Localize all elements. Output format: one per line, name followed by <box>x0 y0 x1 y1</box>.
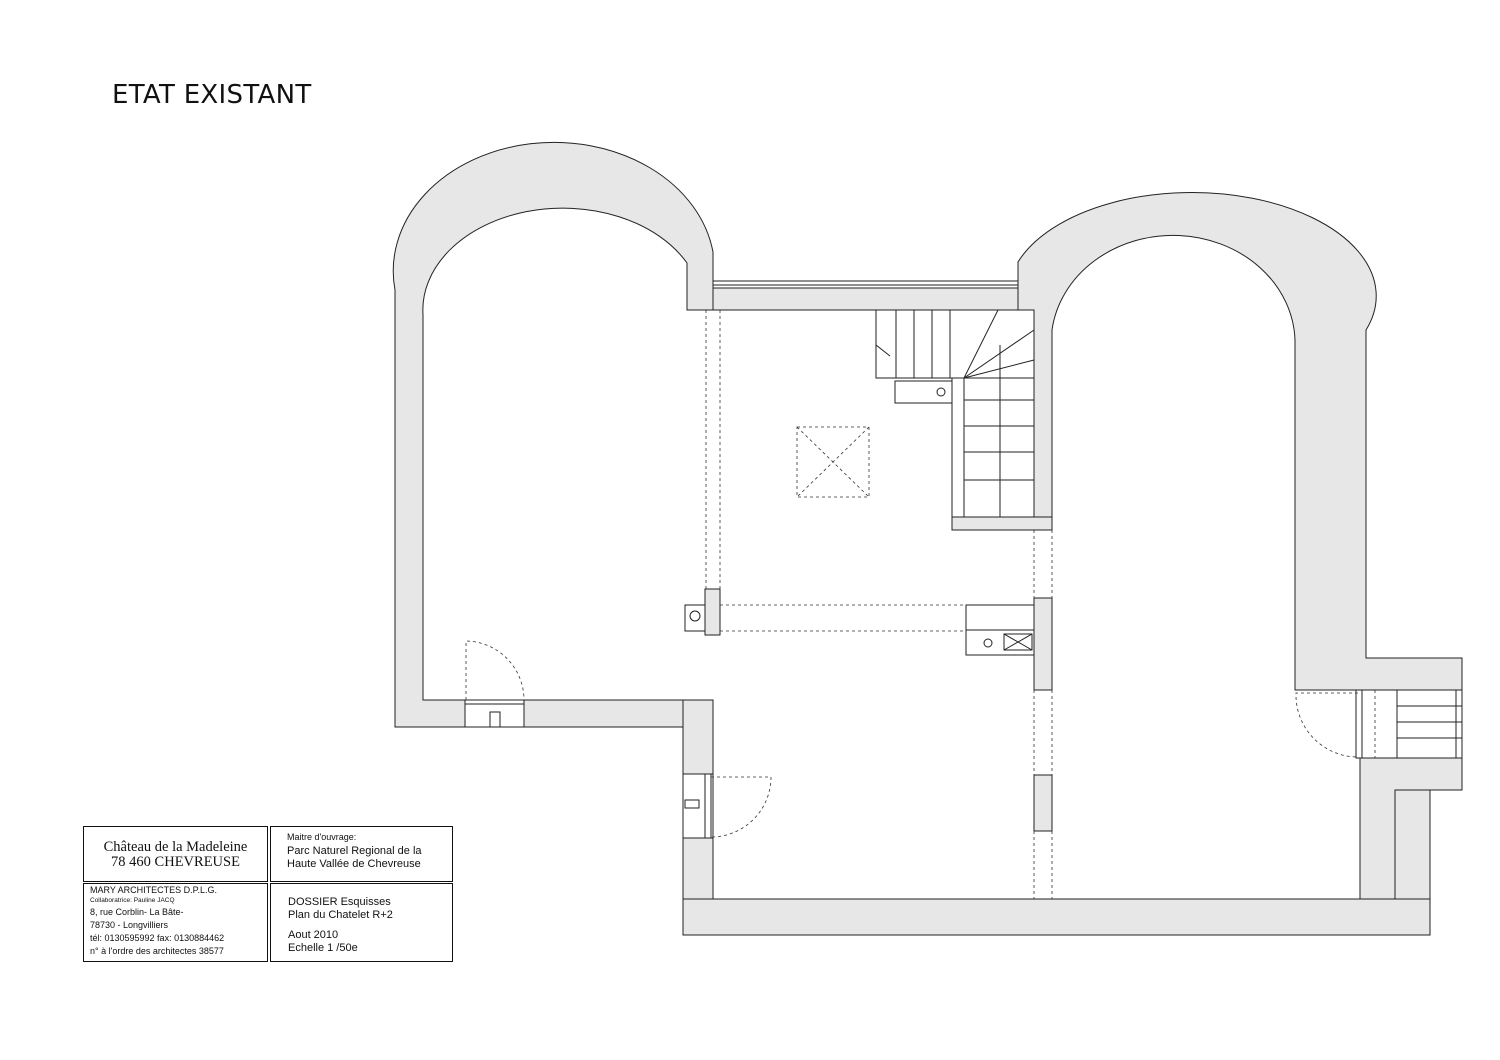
partition-upper <box>1033 597 1053 691</box>
skylight <box>796 426 870 498</box>
right-tower-wall <box>1017 192 1463 691</box>
door-middle <box>682 773 772 839</box>
titleblock-architect: MARY ARCHITECTES D.P.L.G. Collaboratrice… <box>83 883 268 962</box>
washbasin-upper <box>894 380 953 404</box>
address-line-1: 8, rue Corblin- La Bâte- <box>90 907 184 917</box>
staircase <box>875 309 1035 518</box>
washbasin-left <box>684 604 706 632</box>
partition-lower <box>1033 774 1053 832</box>
titleblock-owner: Maitre d'ouvrage: Parc Naturel Regional … <box>270 826 453 882</box>
right-bottom-wall <box>1394 789 1431 900</box>
drawing-name: Plan du Chatelet R+2 <box>288 908 393 921</box>
top-middle-wall <box>712 287 1019 311</box>
page-title: ETAT EXISTANT <box>112 80 312 110</box>
bottom-wall <box>682 898 1431 936</box>
owner-label: Maitre d'ouvrage: <box>287 832 357 842</box>
stair-landing <box>951 516 1053 531</box>
exterior-stair <box>1374 689 1463 759</box>
pillar <box>704 588 721 636</box>
site-city: 78 460 CHEVREUSE <box>111 854 240 870</box>
phone-fax: tél: 0130595992 fax: 0130884462 <box>90 933 225 943</box>
collaborator: Collaboratrice: Pauline JACQ <box>90 897 175 904</box>
left-tower-wall <box>392 141 714 728</box>
order-number: n° à l'ordre des architectes 38577 <box>90 946 224 956</box>
address-line-2: 78730 - Longvilliers <box>90 920 169 930</box>
door-right <box>1295 689 1363 759</box>
titleblock-site: Château de la Madeleine 78 460 CHEVREUSE <box>83 826 268 882</box>
dossier: DOSSIER Esquisses <box>288 896 391 908</box>
site-name: Château de la Madeleine <box>103 839 248 855</box>
washbasin-right <box>965 604 1035 656</box>
titleblock-dossier: DOSSIER Esquisses Plan du Chatelet R+2 A… <box>270 883 453 962</box>
date: Aout 2010 <box>288 929 339 941</box>
owner-line-1: Parc Naturel Regional de la <box>287 845 422 857</box>
door-left <box>464 640 525 728</box>
owner-line-2: Haute Vallée de Chevreuse <box>287 857 421 870</box>
architect-name: MARY ARCHITECTES D.P.L.G. <box>90 885 218 895</box>
scale: Echelle 1 /50e <box>288 941 358 954</box>
